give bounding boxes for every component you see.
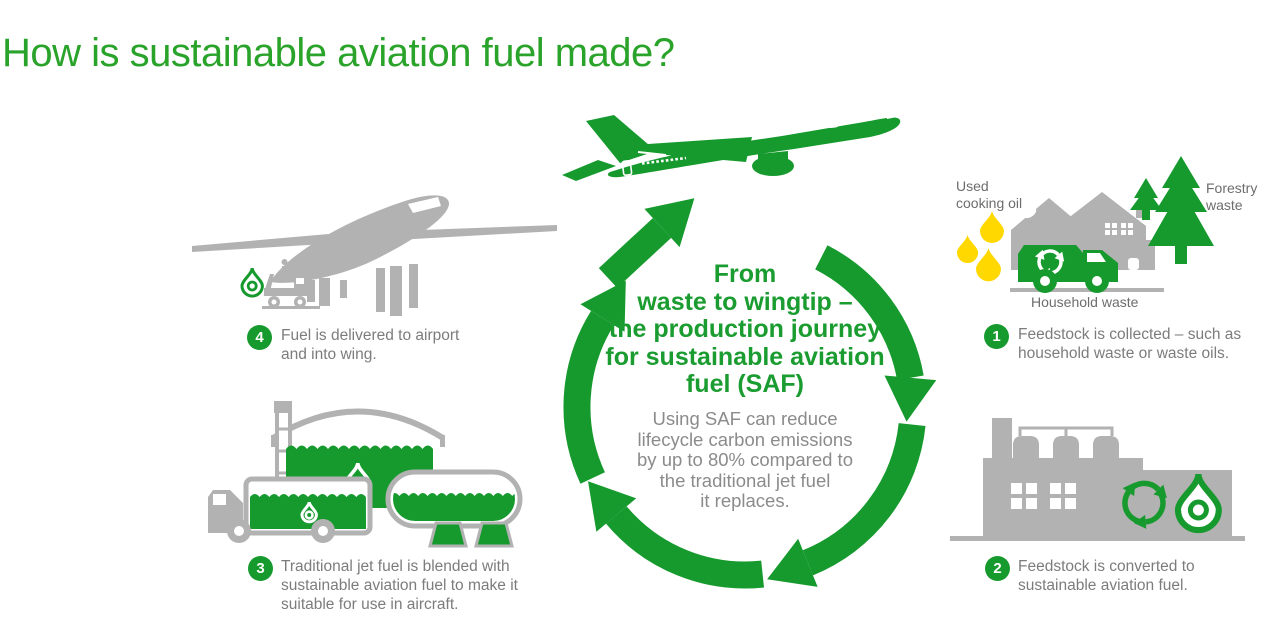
tanker-truck-icon	[208, 476, 373, 543]
house-windows	[1105, 223, 1133, 235]
fuel-blending-illustration	[208, 401, 523, 548]
label-forestry-waste: Forestry waste	[1206, 180, 1258, 213]
recycle-symbol-icon	[1122, 480, 1167, 529]
horizontal-tank-icon	[385, 469, 523, 548]
step-1-text: Feedstock is collected – such as househo…	[1018, 326, 1242, 362]
pine-trees-icon	[1130, 156, 1214, 264]
feedstock-collection-illustration	[957, 156, 1214, 293]
step-1-badge: 1	[984, 324, 1009, 349]
green-airplane-icon	[562, 108, 901, 181]
fuel-droplet-icon	[1178, 474, 1219, 530]
feedstock-conversion-illustration	[950, 418, 1245, 541]
factory-windows	[1011, 483, 1076, 509]
cycle-description: Using SAF can reduce lifecycle carbon em…	[637, 408, 853, 511]
step-4-text: Fuel is delivered to airport and into wi…	[281, 327, 460, 363]
step-2-text: Feedstock is converted to sustainable av…	[1018, 558, 1195, 594]
ground-line	[1010, 288, 1164, 292]
step-4-badge: 4	[247, 325, 272, 350]
step-3-badge: 3	[248, 556, 273, 581]
fuel-delivery-illustration	[192, 195, 557, 316]
gray-airplane-icon	[192, 195, 557, 316]
label-used-cooking-oil: Used cooking oil	[956, 178, 1023, 211]
label-household-waste: Household waste	[1031, 294, 1139, 310]
step-2-badge: 2	[985, 556, 1010, 581]
oil-droplets-icon	[957, 210, 1004, 282]
fuel-droplet-icon	[240, 266, 264, 298]
garbage-truck-icon	[1018, 245, 1118, 293]
cycle-arrows-icon	[563, 180, 937, 600]
factory-icon	[950, 418, 1245, 541]
fuel-truck-icon	[262, 259, 320, 309]
step-3-text: Traditional jet fuel is blended with sus…	[281, 558, 518, 613]
cycle-heading: From waste to wingtip – the production j…	[605, 260, 885, 398]
page-title: How is sustainable aviation fuel made?	[2, 30, 675, 75]
